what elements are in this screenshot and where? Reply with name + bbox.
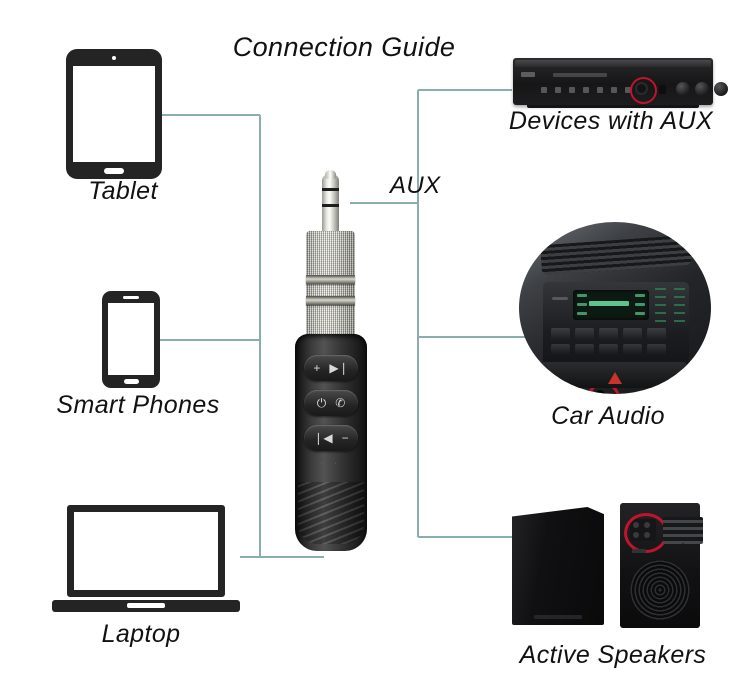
receiver-body: + ▶❘ ⏻ ✆ ❘◀ − · · bbox=[295, 334, 367, 551]
speaker-front-cabinet bbox=[512, 507, 604, 625]
amplifier-power-switch bbox=[659, 85, 666, 94]
button-prev-volume-down[interactable]: ❘◀ − bbox=[304, 425, 358, 451]
tablet-camera-dot bbox=[112, 56, 116, 60]
smartphone-screen bbox=[108, 303, 154, 375]
amplifier-brand-mark bbox=[521, 72, 535, 77]
car-button-row-upper bbox=[551, 328, 666, 340]
speaker-brand-tag bbox=[534, 615, 582, 619]
led-dots: · · bbox=[320, 460, 342, 467]
smartphone-earpiece bbox=[123, 296, 139, 299]
smartphone-home-button bbox=[123, 379, 139, 384]
car-head-unit bbox=[543, 282, 689, 394]
receiver-grip-texture bbox=[298, 482, 364, 544]
plug-insulator-ring-2 bbox=[322, 204, 339, 207]
speaker-control-block-1 bbox=[663, 517, 683, 544]
speakers-icon bbox=[512, 503, 703, 628]
aux-plug-knurled-barrel bbox=[306, 231, 355, 341]
tablet-screen bbox=[73, 66, 155, 162]
plug-insulator-ring-1 bbox=[322, 188, 339, 191]
smartphone-icon bbox=[102, 291, 160, 388]
car-air-vent bbox=[540, 234, 692, 276]
button-volume-up-next[interactable]: + ▶❘ bbox=[304, 355, 358, 381]
minus-icon: − bbox=[341, 431, 349, 445]
car-right-preset-buttons bbox=[674, 288, 685, 322]
amplifier-top-panel bbox=[515, 60, 711, 67]
car-hazard-triangle-icon bbox=[608, 372, 622, 384]
laptop-screen bbox=[67, 505, 225, 597]
car-stereo-icon bbox=[519, 222, 711, 394]
button-power-call[interactable]: ⏻ ✆ bbox=[304, 390, 358, 416]
amplifier-knob-2 bbox=[695, 82, 709, 96]
car-left-preset-buttons bbox=[655, 288, 666, 322]
page-title: Connection Guide bbox=[232, 32, 456, 62]
previous-track-icon: ❘◀ bbox=[313, 431, 333, 445]
barrel-ring-lower bbox=[306, 296, 355, 305]
speaker-driver-grille bbox=[630, 560, 690, 620]
amplifier-model-text bbox=[553, 73, 607, 77]
plug-tip-crown bbox=[325, 170, 336, 179]
label-tablet: Tablet bbox=[88, 177, 158, 205]
plus-icon: + bbox=[313, 361, 321, 375]
speaker-input-highlight-circle bbox=[624, 513, 668, 553]
amplifier-aux-highlight-circle bbox=[630, 77, 657, 104]
phone-call-icon: ✆ bbox=[335, 396, 346, 410]
amplifier-icon bbox=[513, 58, 728, 108]
label-aux: AUX bbox=[390, 172, 441, 199]
receiver-led-indicator: · · bbox=[295, 460, 367, 467]
tablet-home-button bbox=[104, 168, 124, 174]
next-track-icon: ▶❘ bbox=[329, 361, 349, 375]
barrel-ring-upper bbox=[306, 275, 355, 284]
laptop-icon bbox=[52, 505, 240, 612]
car-display-screen bbox=[573, 290, 649, 320]
speaker-control-block-2 bbox=[683, 517, 703, 544]
power-icon: ⏻ bbox=[316, 396, 327, 410]
tablet-icon bbox=[66, 49, 162, 179]
amplifier-knob-3 bbox=[714, 82, 728, 96]
aux-plug-tip bbox=[322, 170, 339, 236]
amplifier-button-row bbox=[541, 87, 631, 93]
car-cd-slot bbox=[552, 297, 568, 300]
laptop-trackpad bbox=[127, 603, 165, 608]
speaker-rear-label bbox=[632, 549, 646, 553]
label-smart-phones: Smart Phones bbox=[56, 391, 220, 419]
bluetooth-aux-receiver: + ▶❘ ⏻ ✆ ❘◀ − · · bbox=[288, 170, 374, 551]
speaker-rear-panel bbox=[620, 503, 703, 628]
amplifier-feet bbox=[527, 105, 699, 108]
label-car-audio: Car Audio bbox=[551, 402, 665, 430]
label-laptop: Laptop bbox=[101, 620, 181, 648]
amplifier-knob-1 bbox=[676, 82, 690, 96]
label-active-speakers: Active Speakers bbox=[519, 641, 707, 669]
car-button-row-lower bbox=[551, 344, 666, 355]
label-devices-with-aux: Devices with AUX bbox=[508, 107, 714, 135]
